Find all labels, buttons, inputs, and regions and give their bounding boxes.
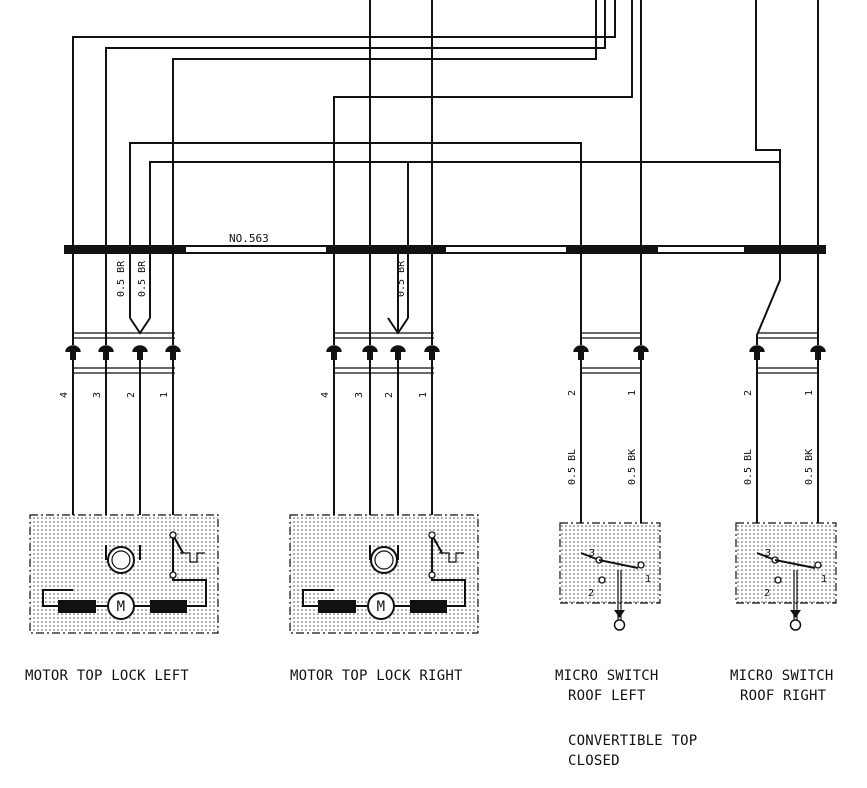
- pin-label-3: 3: [92, 392, 103, 398]
- pin-label-3: 3: [354, 392, 365, 398]
- label-motor-top-lock-left: MOTOR TOP LOCK LEFT: [25, 668, 189, 684]
- pin-label-2: 2: [743, 390, 754, 396]
- switch-right-terminal-2: 2: [764, 588, 770, 599]
- overhead-wires: [72, 0, 819, 345]
- note-line-1: CONVERTIBLE TOP: [568, 733, 697, 749]
- label-motor-top-lock-right: MOTOR TOP LOCK RIGHT: [290, 668, 463, 684]
- gauge-label-bk-right: 0.5 BK: [804, 449, 815, 485]
- bus-label: NO.563: [229, 232, 269, 245]
- wire-switch-right-pin2: [755, 0, 781, 345]
- wire-motor-left-pin3: [105, 0, 606, 345]
- harness-bus: NO.563: [64, 232, 826, 254]
- connector-plug: [573, 345, 589, 360]
- pin-label-4: 4: [59, 392, 70, 398]
- gauge-labels-br: 0.5 BR 0.5 BR 0.5 BR: [116, 260, 407, 297]
- connector-plug: [633, 345, 649, 360]
- connector-plug: [65, 345, 81, 360]
- wire-motor-left-pin4: [72, 0, 616, 345]
- gauge-label-br-1: 0.5 BR: [116, 260, 127, 297]
- connector-plug: [165, 345, 181, 360]
- motor-top-lock-left: M: [29, 514, 219, 634]
- connector-plugs: [65, 345, 826, 360]
- note-line-2: CLOSED: [568, 753, 620, 769]
- switch-right-terminal-1: 1: [821, 574, 827, 585]
- connector-plug: [810, 345, 826, 360]
- motor-symbol-left: M: [117, 599, 126, 615]
- switch-right-terminal-3: 3: [765, 548, 771, 559]
- wire-motor-left-pin1: [172, 0, 597, 345]
- gauge-labels-switch: 0.5 BL 0.5 BK 0.5 BL 0.5 BK: [567, 449, 815, 485]
- label-micro-switch-right-1: MICRO SWITCH: [730, 668, 834, 684]
- gauge-label-bl-left: 0.5 BL: [567, 449, 578, 485]
- connector-bars: [73, 332, 818, 374]
- connector-plug: [362, 345, 378, 360]
- gauge-label-br-2: 0.5 BR: [137, 260, 148, 297]
- motor-top-lock-right: M: [289, 514, 479, 634]
- pin-numbers: 4 3 2 1 4 3 2 1 2 1 2 1: [59, 390, 815, 398]
- switch-left-terminal-2: 2: [588, 588, 594, 599]
- connector-plug: [98, 345, 114, 360]
- splice-left: [129, 317, 151, 335]
- pin-label-1: 1: [418, 392, 429, 398]
- pin-label-2: 2: [384, 392, 395, 398]
- micro-switch-roof-right: 3 1 2: [735, 522, 837, 631]
- pin-label-2: 2: [126, 392, 137, 398]
- gauge-label-bl-right: 0.5 BL: [743, 449, 754, 485]
- pin-label-1: 1: [804, 390, 815, 396]
- label-micro-switch-right-2: ROOF RIGHT: [740, 688, 827, 704]
- pin-label-1: 1: [627, 390, 638, 396]
- label-micro-switch-left-1: MICRO SWITCH: [555, 668, 659, 684]
- wire-motor-right-pin4: [333, 0, 633, 345]
- connector-plug: [132, 345, 148, 360]
- label-micro-switch-left-2: ROOF LEFT: [568, 688, 646, 704]
- connector-plug: [424, 345, 440, 360]
- gauge-label-br-3: 0.5 BR: [396, 260, 407, 297]
- wire-br-to-right: [149, 161, 780, 318]
- connector-plug: [749, 345, 765, 360]
- component-labels: MOTOR TOP LOCK LEFT MOTOR TOP LOCK RIGHT…: [25, 668, 834, 769]
- gauge-label-bk-left: 0.5 BK: [627, 449, 638, 485]
- switch-left-terminal-3: 3: [589, 548, 595, 559]
- connector-plug: [390, 345, 406, 360]
- pin-label-4: 4: [320, 392, 331, 398]
- pin-label-2: 2: [567, 390, 578, 396]
- connector-plug: [326, 345, 342, 360]
- micro-switch-roof-left: 3 1 2: [559, 522, 661, 631]
- pin-label-1: 1: [159, 392, 170, 398]
- switch-left-terminal-1: 1: [645, 574, 651, 585]
- motor-symbol-right: M: [377, 599, 386, 615]
- wire-br-switch-left: [129, 142, 582, 345]
